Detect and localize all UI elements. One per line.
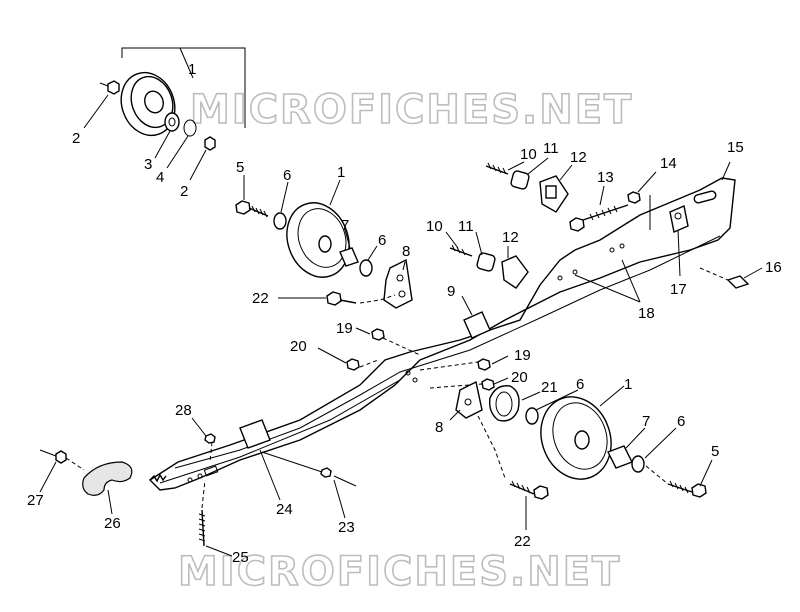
callout-12-mid: 12 bbox=[502, 229, 519, 246]
callout-6-mid: 6 bbox=[378, 232, 386, 249]
idler-wheel-lower bbox=[540, 385, 713, 498]
bumper-21 bbox=[488, 385, 520, 422]
washer-6-right bbox=[631, 455, 645, 473]
callout-6-right: 6 bbox=[677, 413, 685, 430]
washer-6-mid bbox=[359, 259, 373, 277]
bumper-group-mid bbox=[445, 231, 529, 289]
callout-19-left: 19 bbox=[336, 320, 353, 337]
washer-6-lower bbox=[525, 407, 539, 425]
leader-1-group bbox=[179, 47, 194, 79]
callout-11-mid: 11 bbox=[458, 218, 474, 235]
callout-13: 13 bbox=[597, 169, 614, 186]
callout-28: 28 bbox=[175, 402, 192, 419]
callout-20-right: 20 bbox=[511, 369, 528, 386]
callout-1-group: 1 bbox=[188, 61, 196, 78]
callout-11-top: 11 bbox=[543, 140, 559, 157]
bolt-5-upper-head bbox=[235, 200, 251, 215]
bolt-22-upper bbox=[326, 291, 342, 306]
bumper-group-top bbox=[485, 157, 573, 213]
callout-6-lower: 6 bbox=[576, 376, 584, 393]
spacer-7-upper bbox=[339, 247, 359, 267]
callout-7-lower: 7 bbox=[642, 413, 650, 430]
group-bracket bbox=[121, 47, 246, 128]
callout-10-mid: 10 bbox=[426, 218, 443, 235]
bearing bbox=[164, 112, 180, 132]
callout-14: 14 bbox=[660, 155, 677, 172]
snap-ring bbox=[183, 119, 197, 137]
bumper-12-mid bbox=[501, 255, 529, 289]
washer-23 bbox=[320, 467, 332, 478]
callout-8-lower: 8 bbox=[435, 419, 443, 436]
pin-16 bbox=[726, 275, 750, 289]
callout-26: 26 bbox=[104, 515, 121, 532]
watermark-top: MICROFICHES.NET bbox=[190, 87, 633, 133]
spacer-7-lower bbox=[607, 445, 633, 469]
callout-9: 9 bbox=[447, 283, 455, 300]
callout-27: 27 bbox=[27, 492, 44, 509]
rail-body bbox=[148, 177, 736, 491]
callout-7-upper: 7 bbox=[341, 217, 349, 234]
callout-8-upper: 8 bbox=[402, 243, 410, 260]
callout-22-lower: 22 bbox=[514, 533, 531, 550]
front-tip-26 bbox=[82, 461, 133, 496]
callout-4: 4 bbox=[156, 169, 164, 186]
bolt-22-lower-head bbox=[533, 485, 549, 500]
washer-6-upper bbox=[273, 212, 287, 230]
callout-16: 16 bbox=[765, 259, 782, 276]
nut-14 bbox=[627, 191, 641, 204]
rail-slot bbox=[693, 190, 717, 204]
callout-19-right: 19 bbox=[514, 347, 531, 364]
screw-27 bbox=[55, 450, 67, 464]
callout-3: 3 bbox=[144, 156, 152, 173]
clip-9 bbox=[463, 311, 491, 339]
callout-1-mid: 1 bbox=[337, 164, 345, 181]
bushing bbox=[204, 136, 216, 151]
callout-22-upper: 22 bbox=[252, 290, 269, 307]
bracket-8-upper bbox=[383, 258, 413, 309]
callout-2-upper: 2 bbox=[72, 130, 80, 147]
nut-20-left bbox=[346, 358, 360, 371]
wheel-1-middle bbox=[286, 202, 350, 278]
callout-10-top: 10 bbox=[520, 146, 537, 163]
callout-5-upper: 5 bbox=[236, 159, 244, 176]
nut-20-right bbox=[481, 378, 495, 391]
watermark-bottom: MICROFICHES.NET bbox=[178, 549, 621, 595]
idler-wheel-middle bbox=[235, 175, 378, 278]
nut-28 bbox=[204, 433, 216, 444]
callout-24: 24 bbox=[276, 501, 293, 518]
callout-17: 17 bbox=[670, 281, 687, 298]
bolt-5-lower-head bbox=[691, 483, 707, 498]
nut-19-right bbox=[477, 358, 491, 371]
callout-20-left: 20 bbox=[290, 338, 307, 355]
callout-12-top: 12 bbox=[570, 149, 587, 166]
callout-15: 15 bbox=[727, 139, 744, 156]
bushing-11-mid bbox=[476, 252, 496, 272]
bolt-13-head bbox=[569, 217, 585, 232]
callout-18: 18 bbox=[638, 305, 655, 322]
callout-2-lower: 2 bbox=[180, 183, 188, 200]
callout-25: 25 bbox=[232, 549, 249, 566]
bushing-11-top bbox=[510, 170, 530, 190]
bracket-8-lower bbox=[455, 380, 483, 419]
callout-21: 21 bbox=[541, 379, 558, 396]
nut-19-left bbox=[371, 328, 385, 341]
callout-6-upper: 6 bbox=[283, 167, 291, 184]
idler-wheel-assembly-top bbox=[83, 47, 246, 181]
bolt-head bbox=[107, 80, 120, 95]
callout-1-lower: 1 bbox=[624, 376, 632, 393]
callout-5-lower: 5 bbox=[711, 443, 719, 460]
clip-24 bbox=[239, 419, 271, 449]
callout-23: 23 bbox=[338, 519, 355, 536]
